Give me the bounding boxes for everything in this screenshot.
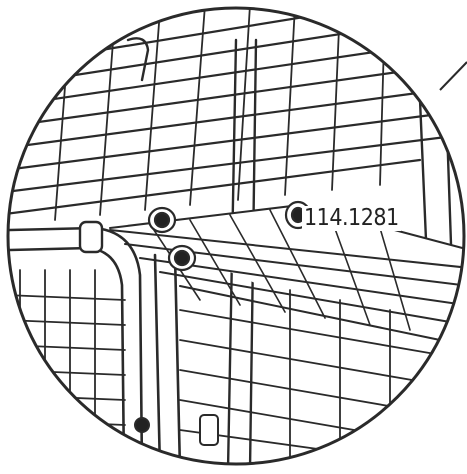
left-gate-mesh [8,269,126,464]
leader-line [439,61,467,91]
fastener-1 [147,206,177,234]
fastener-3 [167,244,197,272]
hinge-clip [78,37,150,254]
top-shelf-mesh [8,8,464,216]
lower-shelf-panel [110,205,464,360]
bottom-bolt [134,414,219,446]
detail-circle-outline [6,6,466,466]
part-number-label: 114.1281 [302,205,401,231]
